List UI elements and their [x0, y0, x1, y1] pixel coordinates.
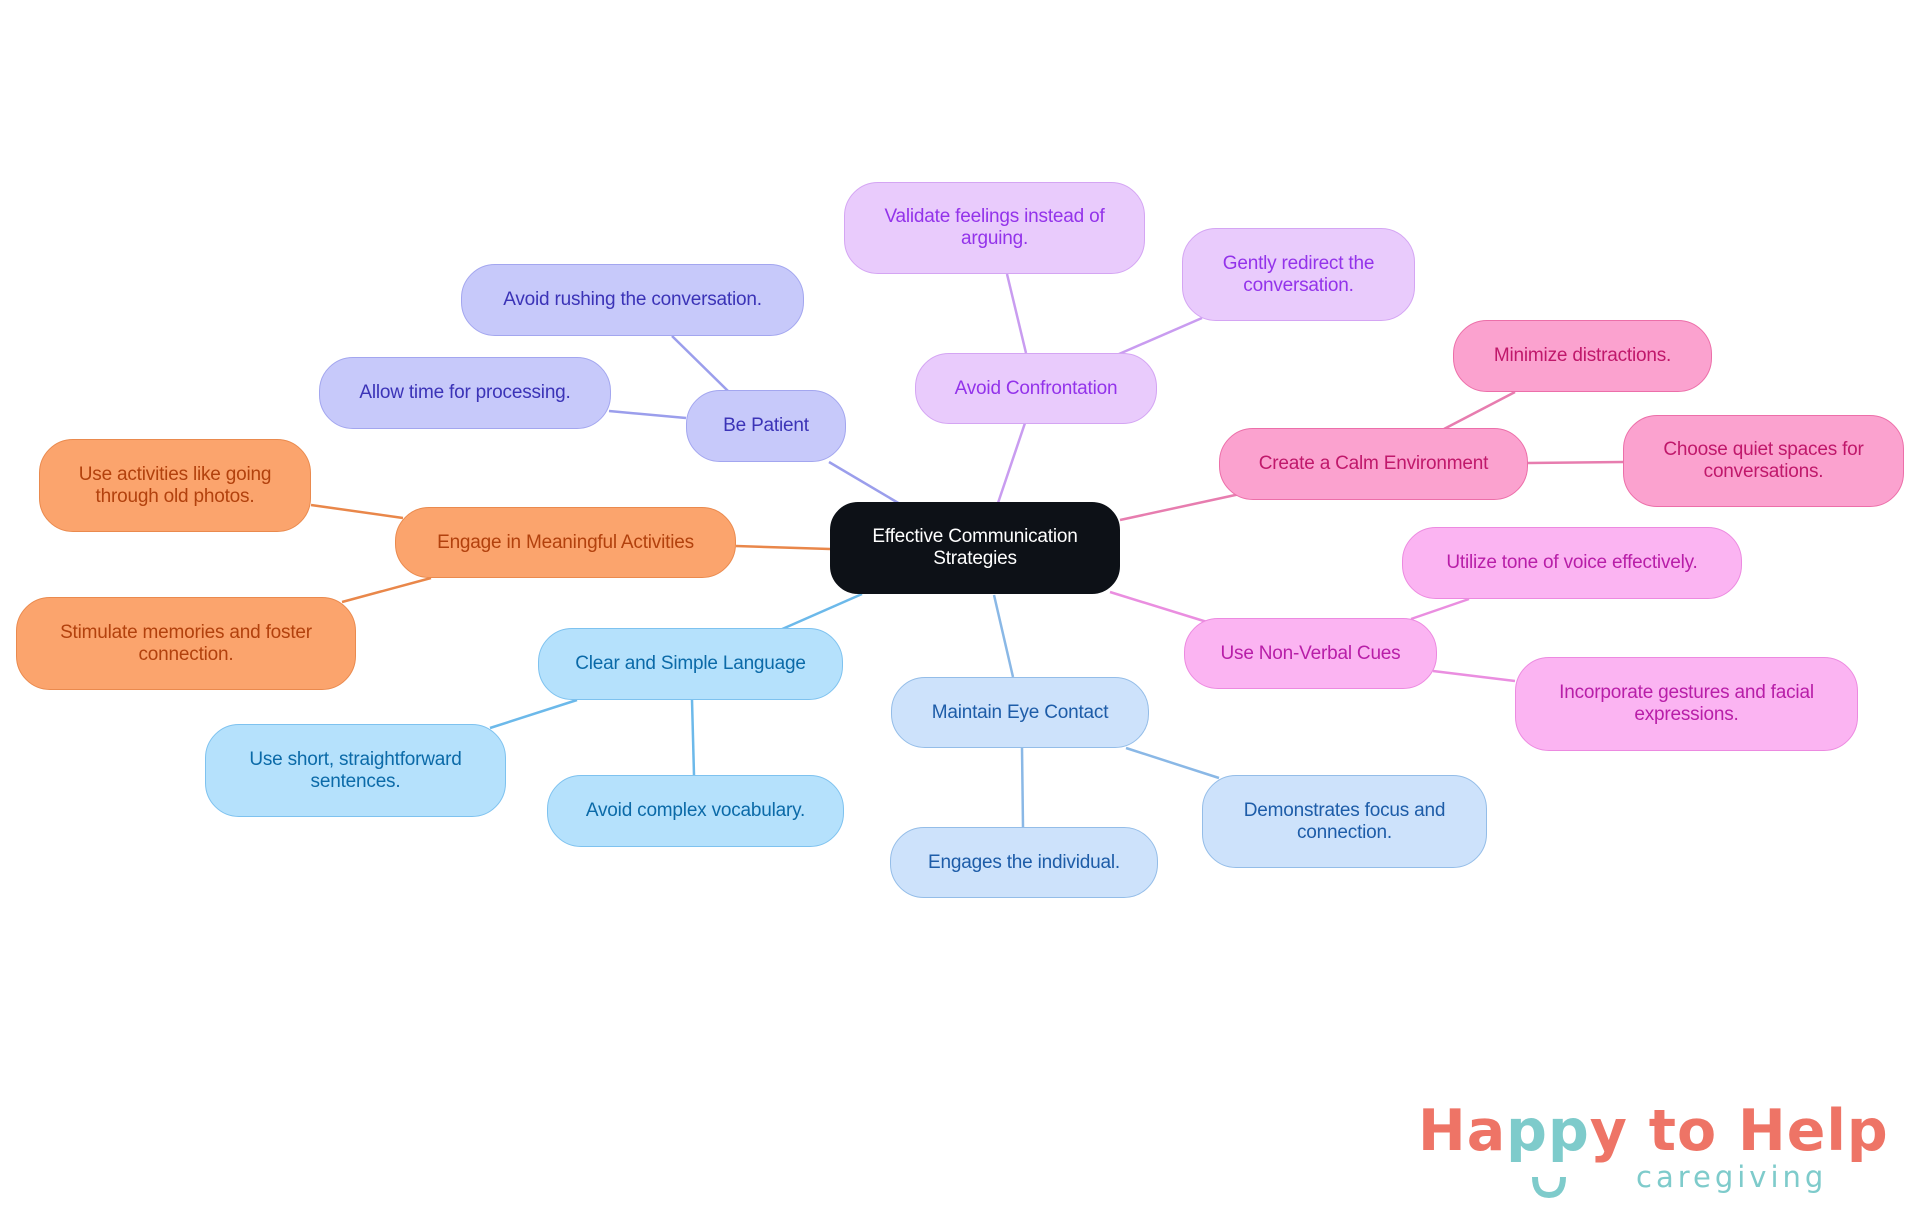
branch-label: Maintain Eye Contact: [931, 701, 1109, 723]
edge-activities-memories: [341, 576, 432, 604]
leaf-stimulate-memories[interactable]: Stimulate memories and foster connection…: [16, 597, 356, 690]
leaf-label: Minimize distractions.: [1493, 345, 1672, 366]
leaf-label: Incorporate gestures and facial expressi…: [1559, 682, 1814, 725]
branch-meaningful-activities[interactable]: Engage in Meaningful Activities: [395, 507, 736, 578]
edge-clear-short: [489, 698, 578, 730]
leaf-label: Avoid rushing the conversation.: [503, 289, 762, 310]
edge-center-clear-language: [779, 592, 863, 632]
edge-clear-vocabulary: [690, 699, 696, 776]
branch-clear-language[interactable]: Clear and Simple Language: [538, 628, 843, 700]
branch-non-verbal-cues[interactable]: Use Non-Verbal Cues: [1184, 618, 1437, 689]
leaf-quiet-spaces[interactable]: Choose quiet spaces for conversations.: [1623, 415, 1904, 507]
leaf-label: Choose quiet spaces for conversations.: [1663, 439, 1864, 482]
leaf-focus-connection[interactable]: Demonstrates focus and connection.: [1202, 775, 1487, 868]
logo-text-part-2: pp: [1506, 1098, 1590, 1164]
branch-label: Clear and Simple Language: [575, 653, 806, 674]
leaf-tone-of-voice[interactable]: Utilize tone of voice effectively.: [1402, 527, 1742, 599]
center-node[interactable]: Effective Communication Strategies: [830, 502, 1120, 594]
edge-center-avoid-confrontation: [996, 422, 1027, 504]
leaf-complex-vocabulary[interactable]: Avoid complex vocabulary.: [547, 775, 844, 847]
edge-nonverbal-tone: [1410, 597, 1470, 621]
branch-eye-contact[interactable]: Maintain Eye Contact: [891, 677, 1149, 748]
leaf-avoid-rushing[interactable]: Avoid rushing the conversation.: [461, 264, 804, 336]
logo-text-part-3: y to Help: [1589, 1098, 1889, 1164]
leaf-engages-individual[interactable]: Engages the individual.: [890, 827, 1158, 898]
branch-calm-environment[interactable]: Create a Calm Environment: [1219, 428, 1528, 500]
branch-label: Create a Calm Environment: [1258, 453, 1489, 474]
edge-nonverbal-gestures: [1432, 669, 1516, 683]
edge-center-calm-environment: [1119, 492, 1241, 522]
branch-label: Engage in Meaningful Activities: [437, 531, 694, 553]
center-node-line-2: Strategies: [933, 548, 1017, 569]
leaf-allow-time[interactable]: Allow time for processing.: [319, 357, 611, 429]
smile-icon: [1532, 1176, 1566, 1198]
leaf-label: Utilize tone of voice effectively.: [1446, 552, 1698, 573]
edge-center-eye-contact: [992, 594, 1015, 678]
edge-center-be-patient: [828, 460, 901, 506]
branch-be-patient[interactable]: Be Patient: [686, 390, 846, 462]
leaf-label: Use short, straightforward sentences.: [249, 748, 462, 792]
logo-subtitle: caregiving: [1636, 1160, 1828, 1194]
leaf-label: Validate feelings instead of arguing.: [884, 206, 1105, 249]
leaf-label: Allow time for processing.: [359, 382, 571, 403]
edge-eyecontact-engages: [1020, 747, 1025, 828]
leaf-label: Demonstrates focus and connection.: [1243, 799, 1446, 843]
leaf-label: Gently redirect the conversation.: [1222, 252, 1375, 296]
brand-logo: Happy to Help caregiving: [1418, 1098, 1888, 1210]
leaf-label: Use activities like going through old ph…: [78, 463, 272, 507]
edge-confrontation-redirect: [1118, 316, 1203, 356]
edge-center-non-verbal: [1109, 590, 1208, 624]
leaf-label: Stimulate memories and foster connection…: [60, 621, 312, 665]
leaf-validate-feelings[interactable]: Validate feelings instead of arguing.: [844, 182, 1145, 274]
branch-label: Avoid Confrontation: [954, 377, 1118, 399]
edge-patient-processing: [608, 409, 687, 420]
edge-calm-quiet: [1527, 460, 1624, 465]
center-node-line-1: Effective Communication: [872, 526, 1078, 547]
leaf-gently-redirect[interactable]: Gently redirect the conversation.: [1182, 228, 1415, 321]
edge-center-meaningful-activities: [735, 544, 831, 551]
leaf-label: Engages the individual.: [928, 851, 1120, 873]
edge-confrontation-validate: [1005, 273, 1028, 354]
branch-label: Use Non-Verbal Cues: [1220, 642, 1401, 664]
leaf-gestures[interactable]: Incorporate gestures and facial expressi…: [1515, 657, 1858, 751]
edge-eyecontact-focus: [1125, 746, 1220, 780]
edge-calm-minimize: [1443, 390, 1516, 431]
logo-text-part-1: Ha: [1418, 1098, 1507, 1164]
leaf-short-sentences[interactable]: Use short, straightforward sentences.: [205, 724, 506, 817]
leaf-minimize-distractions[interactable]: Minimize distractions.: [1453, 320, 1712, 392]
leaf-label: Avoid complex vocabulary.: [585, 800, 806, 821]
edge-patient-rushing: [671, 335, 729, 392]
leaf-old-photos[interactable]: Use activities like going through old ph…: [39, 439, 311, 532]
branch-avoid-confrontation[interactable]: Avoid Confrontation: [915, 353, 1157, 424]
edge-activities-photos: [310, 503, 404, 520]
logo-wordmark: Happy to Help: [1418, 1098, 1889, 1164]
branch-label: Be Patient: [723, 415, 809, 436]
